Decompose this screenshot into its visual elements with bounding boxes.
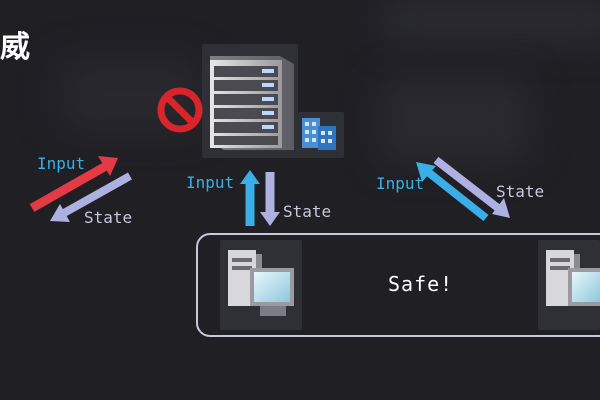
input-label-center: Input — [186, 173, 235, 192]
state-label-right: State — [496, 182, 545, 201]
safe-label: Safe! — [388, 272, 454, 296]
page-title: 威 — [0, 30, 30, 65]
state-arrow-left — [50, 172, 132, 222]
buildings-icon — [302, 118, 336, 150]
input-label-right: Input — [376, 174, 425, 193]
background-shape — [380, 80, 530, 160]
desktop-computer-icon — [546, 250, 600, 306]
desktop-computer-icon — [228, 250, 294, 316]
state-label-center: State — [283, 202, 332, 221]
server-rack-icon — [210, 56, 294, 150]
background-shape — [380, 0, 600, 40]
safe-zone-frame — [196, 233, 600, 337]
state-arrow-right — [433, 156, 510, 218]
input-arrow-up — [240, 170, 260, 226]
background-shape — [60, 60, 200, 130]
input-label-left: Input — [37, 154, 86, 173]
input-arrow-red — [29, 156, 118, 212]
state-label-left: State — [84, 208, 133, 227]
state-arrow-down — [260, 172, 280, 226]
input-arrow-blue — [416, 162, 489, 222]
prohibited-icon — [157, 87, 203, 133]
